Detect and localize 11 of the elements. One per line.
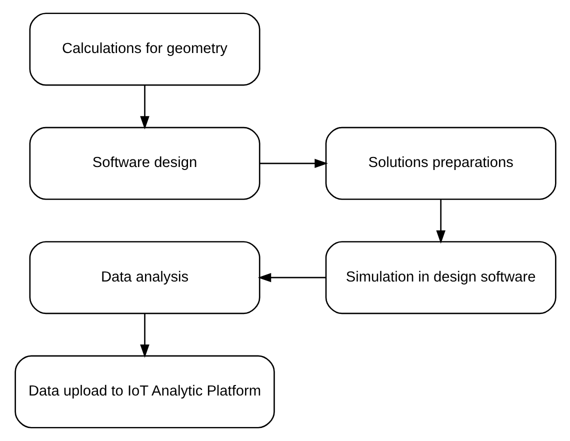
arrow bbox=[140, 314, 149, 358]
node-box: Data upload to IoT Analytic Platform bbox=[14, 355, 274, 428]
node-box: Solutions preparations bbox=[324, 126, 556, 200]
arrow bbox=[436, 199, 445, 244]
arrow bbox=[140, 85, 149, 130]
arrow bbox=[259, 158, 328, 168]
node-box: Data analysis bbox=[28, 241, 260, 314]
arrow bbox=[257, 272, 326, 282]
node-box: Calculations for geometry bbox=[28, 12, 260, 86]
node-box: Simulation in design software bbox=[324, 241, 556, 314]
node-box: Software design bbox=[28, 126, 260, 200]
